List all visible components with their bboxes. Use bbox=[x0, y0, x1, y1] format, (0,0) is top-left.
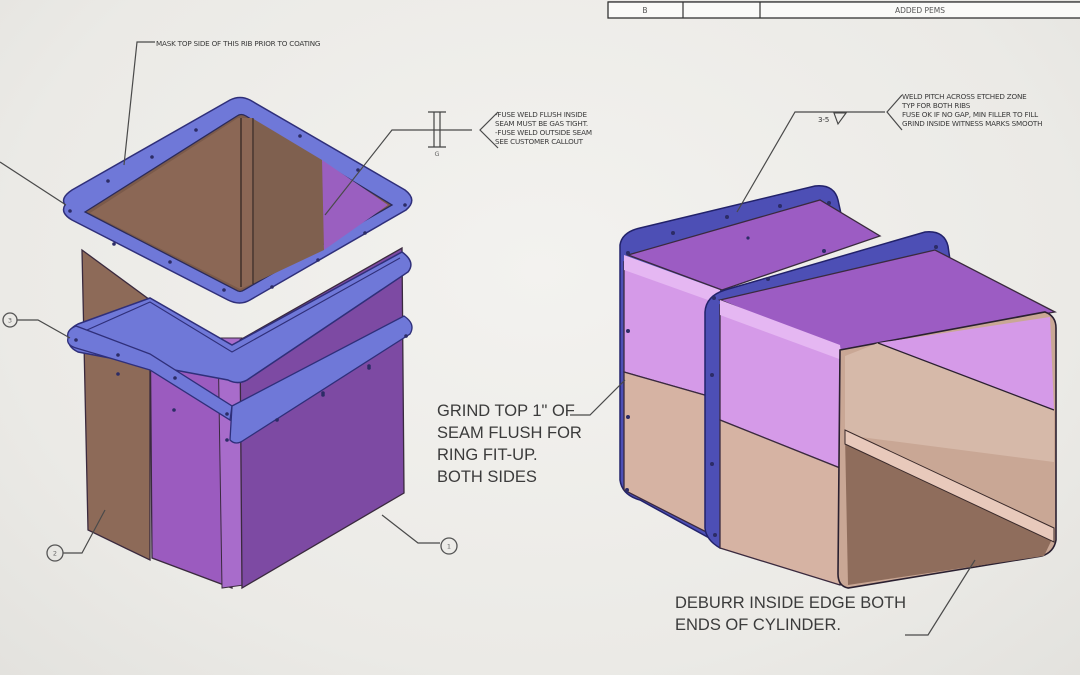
left-view-annotations: MASK TOP SIDE OF THIS RIB PRIOR TO COATI… bbox=[0, 39, 592, 562]
balloon-3 bbox=[2, 312, 18, 328]
rev-letter: B bbox=[642, 6, 647, 15]
middle-flange-inner-edge bbox=[77, 257, 401, 353]
top-flange-holes bbox=[68, 128, 407, 292]
balloon-1-label: 1 bbox=[447, 543, 451, 551]
interior-upper-purple bbox=[878, 317, 1054, 410]
balloon-3-leader bbox=[17, 319, 71, 339]
interior-wall-tan bbox=[845, 343, 1054, 462]
balloon-2 bbox=[46, 544, 64, 562]
rev-description: ADDED PEMS bbox=[895, 6, 945, 15]
right-view-annotations: 3-5 WELD PITCH ACROSS ETCHED ZONE TYP FO… bbox=[437, 92, 1043, 636]
weld-symbol-label: G bbox=[434, 150, 439, 158]
weld-symbol: G bbox=[428, 111, 446, 158]
mask-note-leader bbox=[123, 41, 155, 166]
top-opening-wall-left bbox=[90, 118, 252, 289]
back-section-edge-highlight bbox=[624, 255, 722, 305]
grind-note-line-2: SEAM FLUSH FOR bbox=[437, 424, 582, 442]
deburr-note-line-2: ENDS OF CYLINDER. bbox=[675, 616, 841, 634]
weld-pitch-arrow-split bbox=[886, 94, 903, 131]
middle-flange-right-band bbox=[229, 315, 413, 444]
fuse-weld-note-line-1: -FUSE WELD FLUSH INSIDE bbox=[495, 110, 587, 119]
interior-edge bbox=[877, 342, 1055, 411]
weld-pitch-note-line-2: TYP FOR BOTH RIBS bbox=[901, 101, 971, 110]
top-opening-wall-purple bbox=[322, 160, 388, 250]
fuse-weld-leader bbox=[324, 129, 472, 216]
front-section-side-lower bbox=[719, 419, 841, 586]
interior-floor bbox=[845, 435, 1054, 585]
fuse-weld-note-line-2: SEAM MUST BE GAS TIGHT. bbox=[495, 119, 588, 128]
fuse-weld-note-line-4: SEE CUSTOMER CALLOUT bbox=[495, 137, 584, 146]
weld-pitch-note-line-1: WELD PITCH ACROSS ETCHED ZONE bbox=[902, 92, 1027, 101]
left-duct-face-tan bbox=[81, 248, 151, 562]
revision-table: B ADDED PEMS bbox=[607, 1, 1080, 19]
balloon-3-label: 3 bbox=[8, 317, 12, 325]
fuse-weld-note-line-3: -FUSE WELD OUTSIDE SEAM bbox=[495, 128, 592, 137]
right-flange-holes bbox=[625, 201, 938, 537]
back-section-top bbox=[625, 199, 882, 291]
balloon-2-label: 2 bbox=[53, 550, 57, 558]
balloon-1-leader bbox=[381, 514, 440, 544]
interior-seam-highlight bbox=[844, 429, 1055, 543]
top-opening-wall-back bbox=[252, 118, 324, 284]
front-section-edge-highlight bbox=[720, 300, 842, 360]
offscreen-leader bbox=[0, 161, 67, 206]
grind-note-line-1: GRIND TOP 1" OF bbox=[437, 402, 575, 420]
rev-table-row bbox=[607, 1, 1080, 19]
left-duct-view bbox=[62, 96, 413, 590]
fuse-weld-arrow-split bbox=[479, 111, 499, 149]
weld-pitch-leader bbox=[736, 111, 885, 213]
weld-pitch-symbol-label: 3-5 bbox=[818, 115, 829, 124]
fillet-weld-symbol bbox=[833, 112, 848, 126]
grind-note-line-3: RING FIT-UP. bbox=[437, 446, 538, 464]
balloon-1 bbox=[440, 537, 458, 555]
grind-note-leader bbox=[570, 379, 626, 416]
balloon-2-leader bbox=[63, 509, 106, 554]
weld-pitch-note-line-4: GRIND INSIDE WITNESS MARKS SMOOTH bbox=[902, 119, 1042, 128]
grind-note-line-4: BOTH SIDES bbox=[437, 468, 537, 486]
mask-note: MASK TOP SIDE OF THIS RIB PRIOR TO COATI… bbox=[156, 39, 320, 48]
deburr-note-line-1: DEBURR INSIDE EDGE BOTH bbox=[675, 594, 906, 612]
right-duct-view bbox=[619, 185, 1058, 589]
weld-pitch-note-line-3: FUSE OK IF NO GAP, MIN FILLER TO FILL bbox=[902, 110, 1038, 119]
middle-band-holes bbox=[74, 334, 408, 422]
deburr-note-leader bbox=[905, 559, 976, 636]
